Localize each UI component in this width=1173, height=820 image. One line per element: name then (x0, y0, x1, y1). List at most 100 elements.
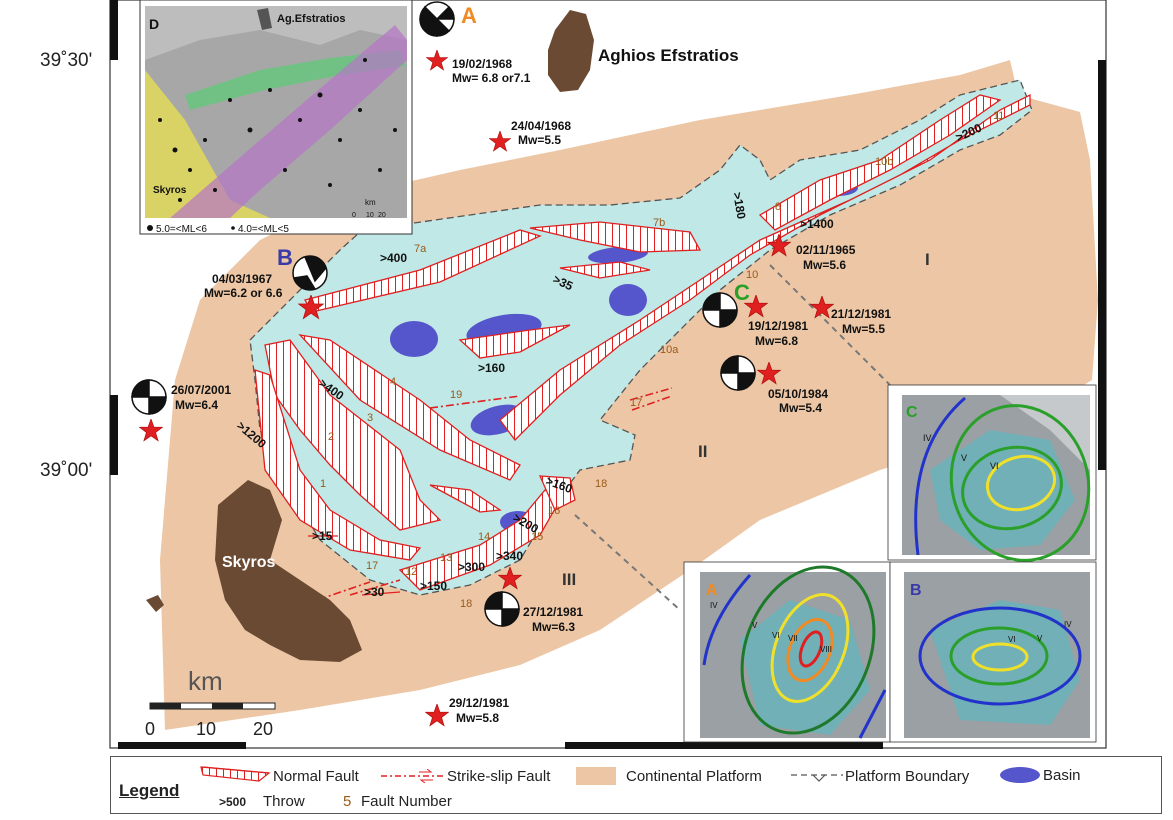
fault-number: 8 (775, 201, 781, 213)
throw-label: >180 (730, 191, 749, 220)
beachball (484, 591, 520, 627)
event-date: 26/07/2001 (171, 383, 231, 397)
latitude-label-top: 39˚30' (40, 50, 93, 71)
fault-number: 10a (660, 344, 679, 356)
inset-d-km: km (365, 198, 376, 207)
inset-a: A IV V VI VII VIII (683, 561, 891, 743)
fault-number: 10 (746, 269, 758, 281)
event-date: 19/12/1981 (748, 319, 808, 333)
normal-faults (254, 93, 1031, 591)
inset-d-km-tick: 20 (378, 212, 386, 219)
event-mag: Mw=6.2 or 6.6 (204, 286, 283, 300)
fault-number: 3 (367, 412, 373, 424)
event-letter-a: A (461, 3, 477, 28)
throw-label: >160 (478, 361, 505, 375)
legend-normal-fault: Normal Fault (273, 768, 359, 785)
event-date: 04/03/1967 (212, 272, 272, 286)
inset-b-intensity: VI (1008, 635, 1016, 644)
fault-number: 2 (328, 431, 334, 443)
event-letter-c: C (734, 280, 750, 305)
epicenter-star (489, 131, 511, 152)
beachball (702, 292, 738, 328)
epicenter-star (426, 50, 448, 71)
inset-b-intensity: V (1037, 634, 1043, 643)
basin-swatch (1000, 767, 1040, 783)
efstratios-island (548, 10, 594, 92)
inset-a-label: A (706, 582, 718, 599)
fault-number: 13 (440, 552, 452, 564)
inset-b: B IV V VI (889, 561, 1097, 743)
throw-label: >400 (380, 251, 407, 265)
event-date: 21/12/1981 (831, 307, 891, 321)
event-date: 27/12/1981 (523, 605, 583, 619)
inset-d-skyros: Skyros (153, 185, 187, 196)
inset-d-legend-big: 5.0=<ML<6 (156, 224, 207, 235)
legend-basin: Basin (1043, 767, 1081, 784)
fault-number: 7a (414, 243, 427, 255)
scale-unit: km (188, 666, 223, 696)
beachball (720, 355, 756, 391)
fault-number: 18 (460, 598, 472, 610)
normal-fault-swatch (200, 766, 271, 782)
epicenter-star (425, 704, 449, 727)
inset-d-efstratios: Ag.Efstratios (277, 13, 345, 25)
fault-number: 17 (366, 560, 378, 572)
skyros-label: Skyros (222, 554, 275, 571)
fault-number: 17 (630, 397, 642, 409)
inset-d-km-tick: 10 (366, 212, 374, 219)
event-mag: Mw= 6.8 or7.1 (452, 71, 531, 85)
north-aegean-trough (249, 79, 1033, 596)
fault-number: 14 (478, 531, 490, 543)
fault-number: 7b (653, 217, 665, 229)
beachball (292, 255, 328, 291)
map-frame (109, 0, 1107, 749)
fault-number: 1 (320, 478, 326, 490)
map-legend: Legend Normal Fault Strike-slip Fault Co… (110, 756, 1162, 814)
event-mag: Mw=6.4 (175, 398, 218, 412)
event-mag: Mw=5.5 (842, 322, 885, 336)
legend-platform: Continental Platform (626, 768, 762, 785)
throw-label: >150 (420, 579, 447, 593)
region-II: II (698, 442, 707, 461)
focal-mechanisms (131, 1, 756, 627)
legend-strike-slip: Strike-slip Fault (447, 768, 551, 785)
legend-throw-example: >500 (219, 795, 247, 809)
inset-a-intensity: IV (710, 601, 718, 610)
fault-number: 12 (405, 566, 417, 578)
fault-numbers: 1 2 3 4 7a 7b 8 10 10a 10b 11 12 13 14 1… (320, 110, 1004, 610)
event-labels: 19/02/1968 Mw= 6.8 or7.1 24/04/1968 Mw=5… (171, 57, 891, 725)
inset-d-legend-small: 4.0=<ML<5 (238, 224, 289, 235)
inset-c: C IV V VI (887, 384, 1097, 562)
region-I: I (925, 250, 930, 269)
throw-label: >1400 (800, 217, 834, 231)
inset-c-intensity: IV (923, 433, 932, 443)
inset-b-label: B (910, 582, 922, 599)
fault-number: 19 (450, 389, 462, 401)
inset-d-km-tick: 0 (352, 212, 356, 219)
legend-fault-number-label: Fault Number (361, 793, 452, 810)
fault-number: 11 (993, 110, 1004, 122)
strike-slip-swatch (381, 769, 443, 783)
inset-a-intensity: VIII (820, 645, 832, 654)
inset-b-intensity: IV (1064, 620, 1072, 629)
efstratios-label: Aghios Efstratios (598, 46, 739, 65)
throw-label: >340 (496, 549, 523, 563)
latitude-label-bottom: 39˚00' (40, 460, 93, 481)
inset-c-label: C (906, 404, 918, 421)
event-date: 19/02/1968 (452, 57, 512, 71)
beachball (131, 379, 167, 415)
scale-bar: km 0 10 20 (145, 666, 276, 739)
skyros-islet (146, 595, 164, 612)
strike-slip-faults (287, 387, 673, 611)
inset-a-intensity: VII (788, 634, 798, 643)
region-III: III (562, 570, 576, 589)
throw-label: >30 (364, 585, 385, 599)
event-letter-b: B (277, 245, 293, 270)
fault-number: 15 (531, 531, 543, 543)
scale-tick: 20 (253, 719, 273, 739)
legend-fault-number-example: 5 (343, 793, 352, 810)
inset-a-intensity: VI (772, 631, 780, 640)
boundary-swatch (791, 774, 843, 782)
inset-d-label: D (149, 16, 159, 32)
